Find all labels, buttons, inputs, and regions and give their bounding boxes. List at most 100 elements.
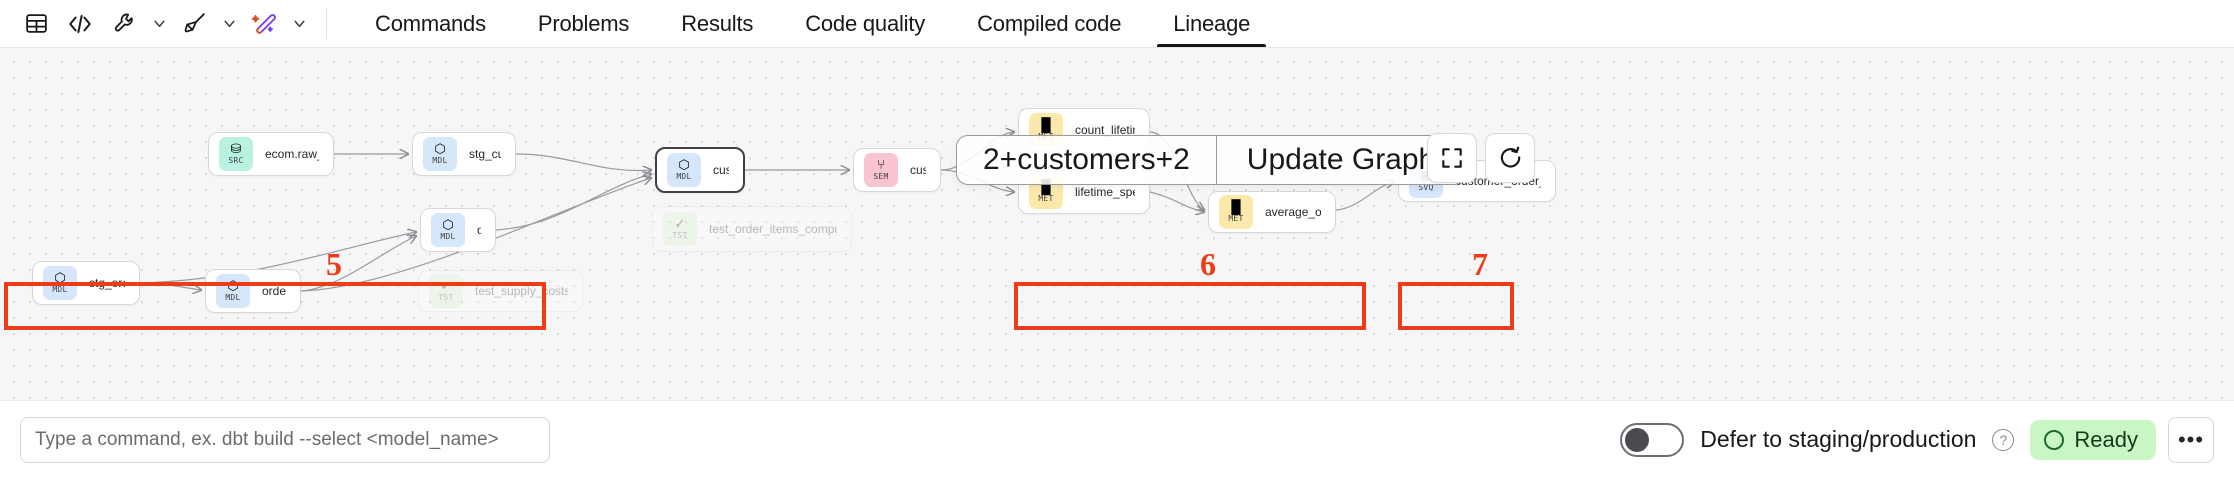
mdl-badge-icon: ⬡MDL: [423, 137, 457, 171]
lineage-node-label: stg_orders: [89, 276, 125, 290]
node-type-label: SEM: [873, 172, 889, 181]
editor-toolbar: Commands Problems Results Code quality C…: [0, 0, 2234, 48]
lineage-node[interactable]: ⛁SRC ecom.raw_customers: [208, 132, 334, 176]
status-badge[interactable]: Ready: [2030, 419, 2156, 460]
lineage-node[interactable]: ⬡MDL order_items: [205, 269, 301, 313]
lineage-node-label: orders: [477, 223, 481, 237]
node-type-glyph: ⬡: [434, 141, 446, 156]
status-group: Ready •••: [2030, 416, 2214, 463]
graph-selector-overlay[interactable]: 2+customers+2 Update Graph: [956, 135, 1467, 185]
lineage-node-label: ecom.raw_customers: [265, 147, 319, 161]
toolbar-divider: [326, 8, 327, 39]
tool-button-group: [0, 0, 312, 47]
lineage-node-label: count_lifetime_orders: [1075, 123, 1135, 137]
tab-compiled-code-label: Compiled code: [977, 10, 1122, 36]
magic-wand-icon[interactable]: [242, 4, 286, 44]
tst-badge-icon: ✓TST: [429, 274, 463, 308]
tab-commands[interactable]: Commands: [349, 0, 512, 47]
node-type-label: MDL: [52, 285, 68, 294]
overlay-divider: [1215, 136, 1217, 184]
mdl-badge-icon: ⬡MDL: [667, 153, 701, 187]
tab-problems-label: Problems: [537, 10, 630, 36]
node-type-glyph: ⬡: [442, 217, 454, 232]
defer-toggle-knob: [1625, 427, 1650, 452]
tab-results-label: Results: [681, 10, 754, 36]
lineage-node-label: customers: [910, 163, 926, 177]
lineage-node-label: test_order_items_compute_to_bools_correc…: [709, 222, 837, 236]
node-type-label: MET: [1228, 214, 1244, 223]
status-label: Ready: [2074, 426, 2138, 452]
lineage-node-label: customers: [713, 163, 729, 177]
node-type-label: MDL: [440, 232, 456, 241]
node-type-label: TST: [672, 231, 688, 240]
node-type-glyph: ✓: [440, 278, 452, 293]
lineage-edges: [139, 48, 2234, 400]
lineage-node[interactable]: ⑂SEM customers: [853, 148, 941, 192]
mdl-badge-icon: ⬡MDL: [431, 213, 465, 247]
wrench-icon[interactable]: [102, 4, 146, 44]
node-type-label: MDL: [225, 293, 241, 302]
node-type-label: SVQ: [1418, 183, 1434, 192]
lineage-node-label: lifetime_spend_pretax: [1075, 185, 1135, 199]
lineage-canvas[interactable]: ⛁SRCecom.raw_customers⬡MDLstg_customers⬡…: [0, 48, 2234, 400]
graph-selector-text[interactable]: 2+customers+2: [983, 143, 1190, 176]
broom-icon[interactable]: [172, 4, 216, 44]
tab-problems[interactable]: Problems: [512, 0, 655, 47]
tab-lineage-label: Lineage: [1173, 10, 1251, 36]
lineage-node[interactable]: ⬡MDL customers: [655, 147, 745, 193]
defer-toggle[interactable]: [1620, 422, 1685, 457]
wrench-chevron-down-icon[interactable]: [146, 4, 172, 44]
node-type-label: MET: [1038, 194, 1054, 203]
tab-commands-label: Commands: [375, 10, 486, 36]
tab-compiled-code[interactable]: Compiled code: [951, 0, 1147, 47]
node-type-label: SRC: [228, 156, 244, 165]
node-type-glyph: ⑂: [877, 157, 885, 172]
fit-to-screen-button[interactable]: [1427, 133, 1477, 183]
node-type-label: TST: [438, 293, 454, 302]
lineage-node[interactable]: █MET average_order_value: [1208, 191, 1336, 233]
help-icon[interactable]: ?: [1992, 428, 2015, 451]
node-type-glyph: ✓: [674, 216, 686, 231]
mdl-badge-icon: ⬡MDL: [43, 266, 77, 300]
bottom-action-bar: Defer to staging/production ? Ready •••: [0, 400, 2234, 478]
met-badge-icon: █MET: [1219, 195, 1253, 229]
node-type-glyph: █: [1041, 179, 1051, 194]
node-type-label: MDL: [676, 172, 692, 181]
lineage-node[interactable]: ⬡MDL stg_orders: [32, 261, 140, 305]
node-type-glyph: ⬡: [678, 157, 690, 172]
refresh-graph-button[interactable]: [1485, 133, 1535, 183]
node-type-glyph: ⬡: [54, 270, 66, 285]
node-type-glyph: █: [1231, 199, 1241, 214]
tab-results[interactable]: Results: [655, 0, 779, 47]
tst-badge-icon: ✓TST: [663, 212, 697, 246]
defer-label: Defer to staging/production: [1700, 426, 1977, 452]
lineage-node-label: stg_customers: [469, 147, 501, 161]
table-view-icon[interactable]: [14, 4, 58, 44]
tab-code-quality-label: Code quality: [805, 10, 926, 36]
src-badge-icon: ⛁SRC: [219, 137, 253, 171]
more-options-button[interactable]: •••: [2168, 416, 2214, 463]
sem-badge-icon: ⑂SEM: [864, 153, 898, 187]
lineage-node-label: average_order_value: [1265, 205, 1321, 219]
defer-control-group: Defer to staging/production ?: [1620, 422, 2015, 457]
mdl-badge-icon: ⬡MDL: [216, 274, 250, 308]
tab-lineage[interactable]: Lineage: [1147, 0, 1276, 47]
lineage-node[interactable]: ✓TST test_supply_costs_sum_correctly: [418, 270, 583, 312]
status-indicator-icon: [2044, 429, 2065, 450]
code-view-icon[interactable]: [58, 4, 102, 44]
node-type-glyph: ⬡: [227, 278, 239, 293]
lineage-node-label: order_items: [262, 284, 286, 298]
lineage-node[interactable]: ⬡MDL orders: [420, 208, 496, 252]
update-graph-button[interactable]: Update Graph: [1246, 143, 1436, 176]
command-input[interactable]: [20, 416, 550, 463]
magic-wand-chevron-down-icon[interactable]: [286, 4, 312, 44]
tab-bar: Commands Problems Results Code quality C…: [349, 0, 1276, 47]
broom-chevron-down-icon[interactable]: [216, 4, 242, 44]
lineage-node[interactable]: ⬡MDL stg_customers: [412, 132, 516, 176]
node-type-label: MDL: [432, 156, 448, 165]
lineage-node-label: test_supply_costs_sum_correctly: [475, 284, 568, 298]
tab-code-quality[interactable]: Code quality: [779, 0, 951, 47]
lineage-node[interactable]: ✓TST test_order_items_compute_to_bools_co…: [652, 206, 852, 252]
node-type-glyph: ⛁: [230, 141, 242, 156]
